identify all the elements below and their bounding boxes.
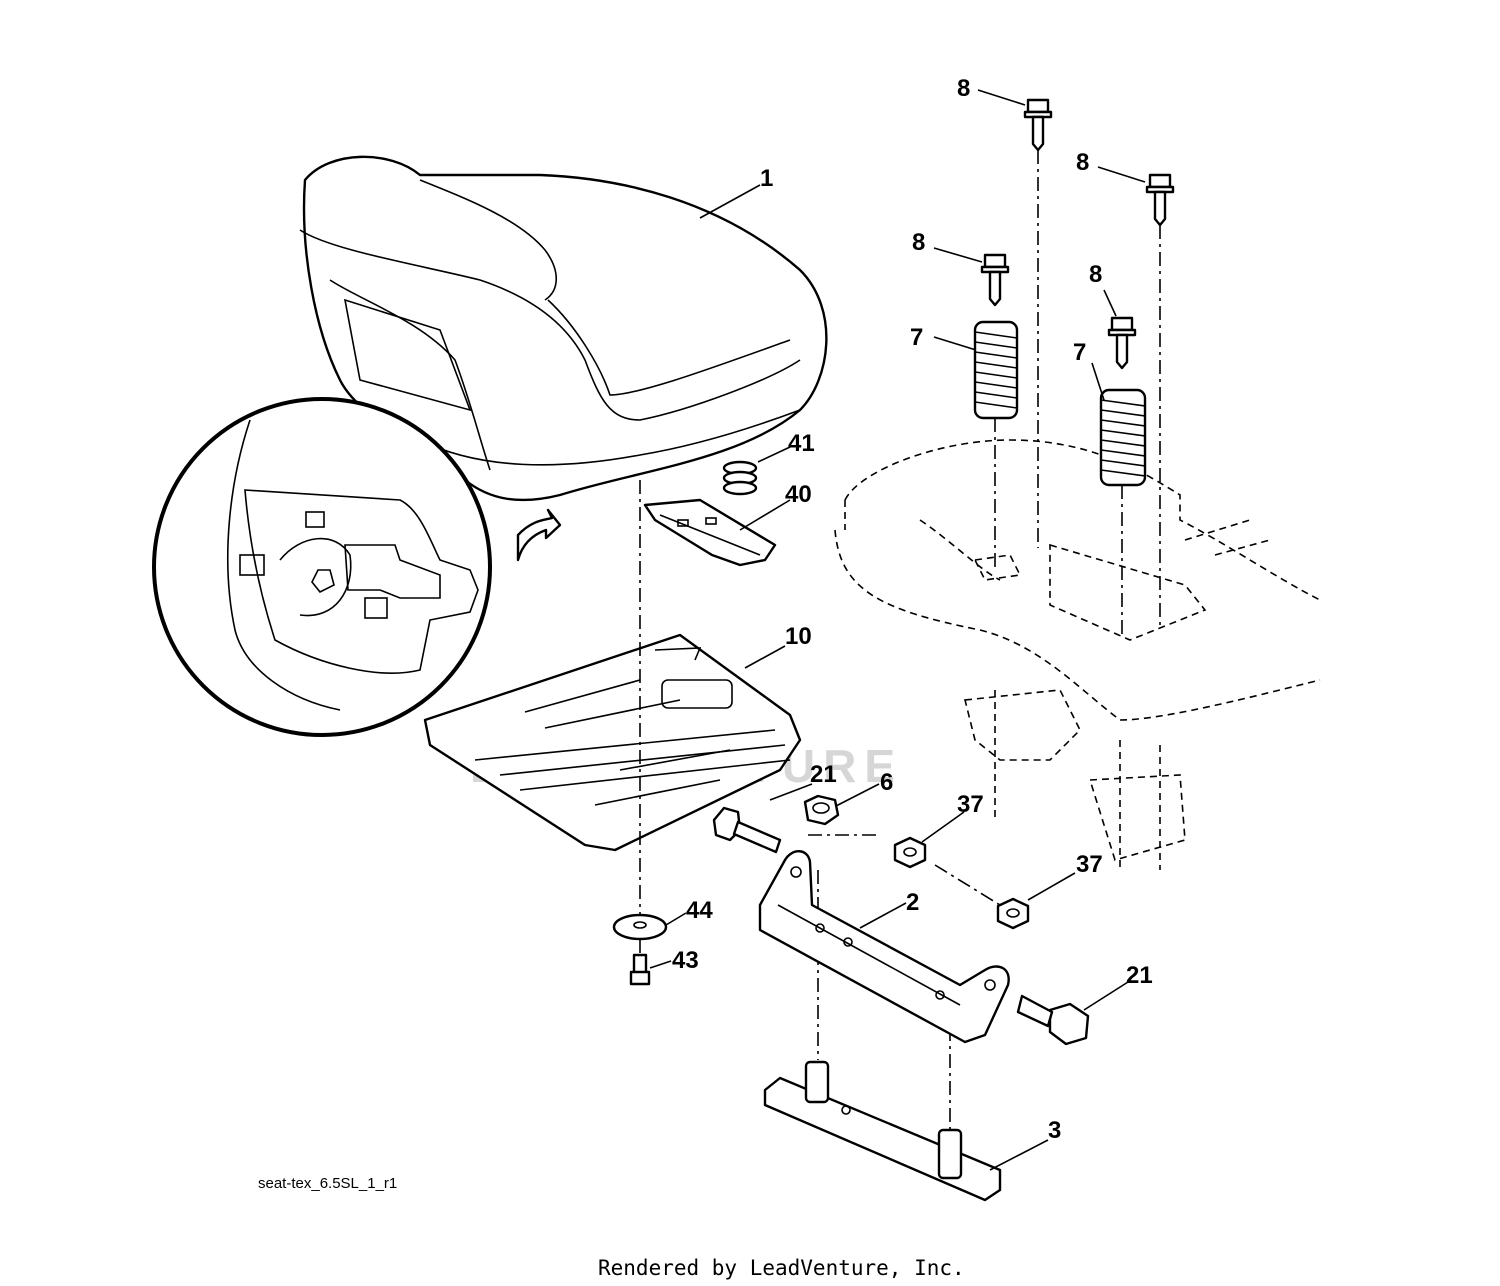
callout-label: 37 — [1076, 851, 1103, 878]
callout-label: 7 — [910, 324, 923, 351]
callout-label: 8 — [912, 229, 925, 256]
callout-label: 1 — [760, 165, 773, 192]
callout-label: 21 — [1126, 962, 1153, 989]
callout-label: 8 — [1076, 149, 1089, 176]
leader-lines — [649, 89, 1146, 1171]
mount-plate-part-3[interactable] — [763, 1060, 1002, 1202]
bracket-part-2[interactable] — [758, 850, 1010, 1044]
callout-label: 8 — [1089, 261, 1102, 288]
nut-part-37[interactable] — [893, 836, 1030, 930]
nut-part-6[interactable] — [803, 794, 840, 826]
screw-part-43[interactable] — [629, 953, 651, 986]
spring-part-41[interactable] — [722, 460, 758, 496]
alignment-lines — [639, 150, 1161, 1140]
callout-label: 43 — [672, 947, 699, 974]
callout-label: 3 — [1048, 1117, 1061, 1144]
callout-label: 37 — [957, 791, 984, 818]
callout-label: 10 — [785, 623, 812, 650]
bolt-part-21[interactable] — [712, 806, 1090, 1046]
bolt-part-8[interactable] — [980, 98, 1175, 370]
tractor-frame-reference — [834, 439, 1321, 870]
washer-part-44[interactable] — [612, 913, 668, 941]
callout-label: 44 — [686, 897, 713, 924]
spring-part-7[interactable] — [973, 320, 1147, 487]
seat-pan-part-10[interactable] — [423, 633, 802, 852]
callout-label: 21 — [810, 761, 837, 788]
seat-latch-detail-view — [152, 397, 562, 737]
diagram-file-code: seat-tex_6.5SL_1_r1 — [258, 1175, 397, 1192]
callout-labels: 1 2 3 6 7 7 8 8 8 8 10 21 21 37 37 40 41… — [672, 75, 1153, 1144]
seat-part[interactable] — [299, 155, 828, 502]
callout-label: 40 — [785, 481, 812, 508]
callout-label: 2 — [906, 889, 919, 916]
callout-label: 6 — [880, 769, 893, 796]
latch-plate-part-40[interactable] — [643, 498, 777, 567]
render-credit: Rendered by LeadVenture, Inc. — [598, 1256, 965, 1280]
callout-label: 7 — [1073, 339, 1086, 366]
callout-label: 8 — [957, 75, 970, 102]
callout-label: 41 — [788, 430, 815, 457]
